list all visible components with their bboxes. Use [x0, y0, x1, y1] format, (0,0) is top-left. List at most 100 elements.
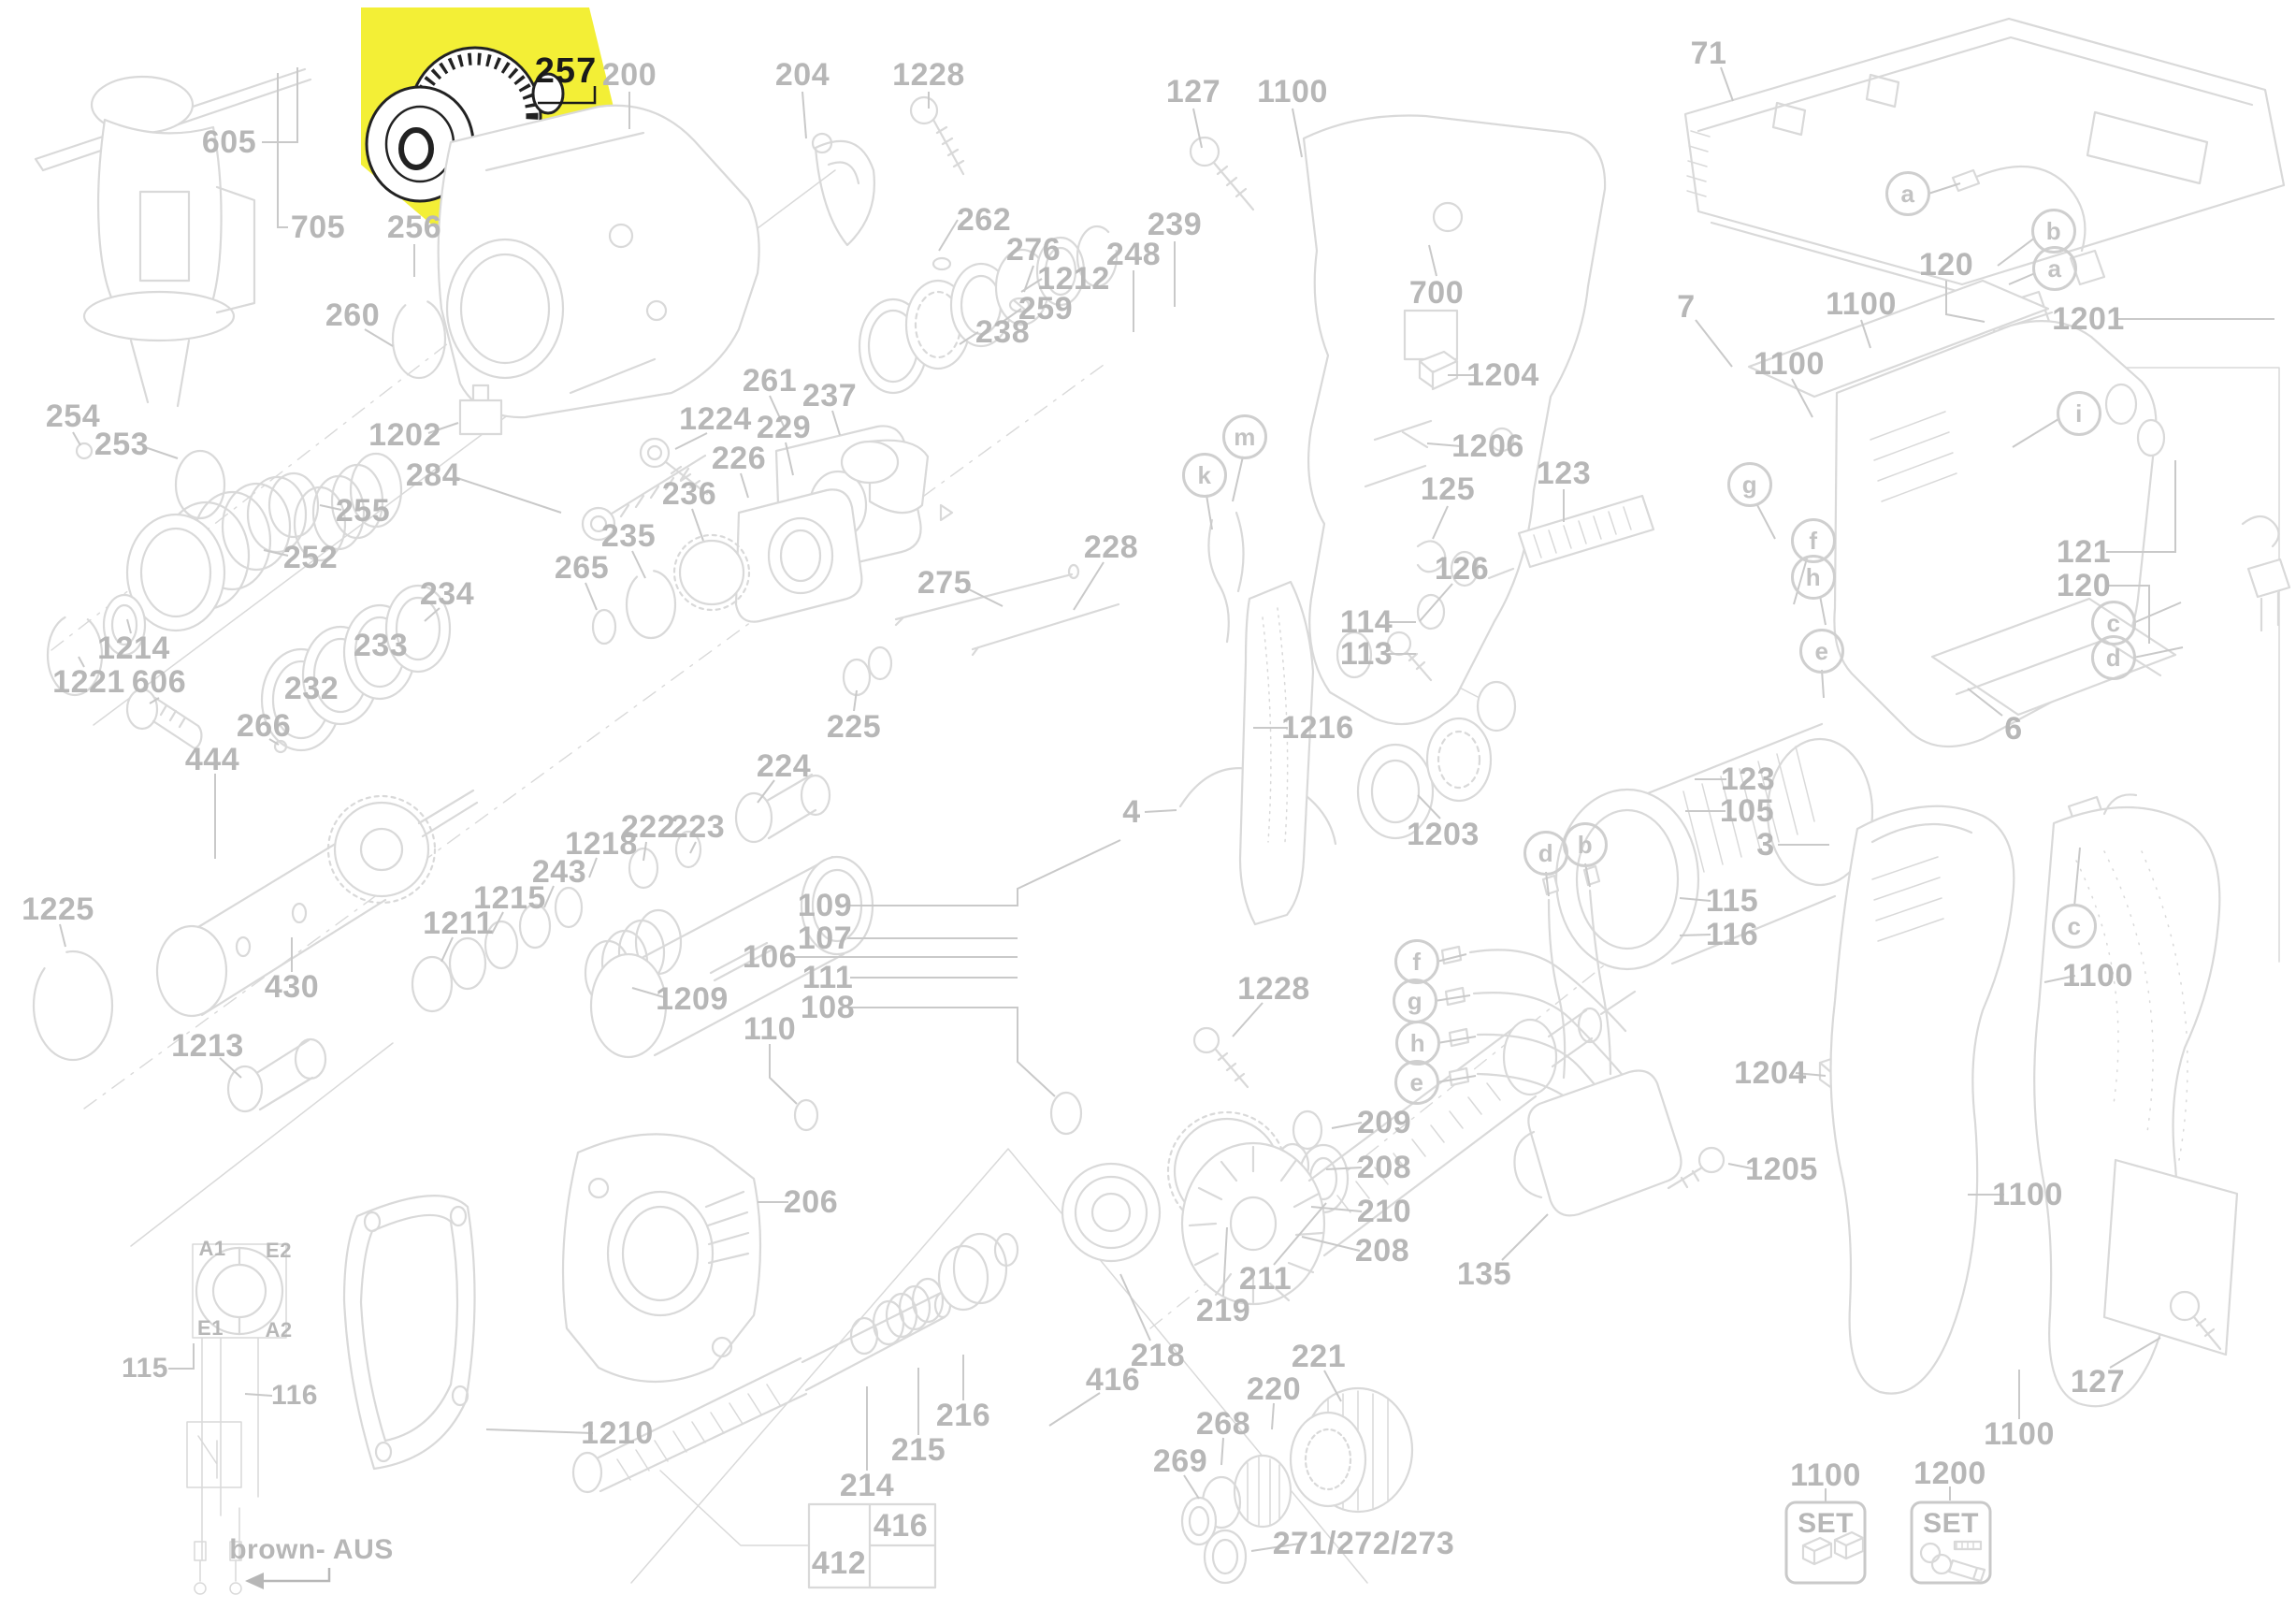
part-label-1100: 1100 [1992, 1177, 2063, 1212]
wiring-schematic [186, 1243, 331, 1595]
part-label-1100: 1100 [1790, 1457, 1861, 1493]
part-label-1228: 1228 [1237, 971, 1310, 1007]
leader-line [72, 431, 81, 446]
ring-stack-232 [260, 584, 452, 754]
ref-letter-g: g [1727, 462, 1772, 507]
part-label-1100: 1100 [1826, 286, 1897, 322]
leader-line [674, 432, 708, 450]
ref-letter-h: h [1395, 1021, 1440, 1066]
leader-line [1436, 1075, 1477, 1083]
part-label-444: 444 [184, 742, 240, 777]
part-label-set: SET [1798, 1508, 1854, 1539]
part-label-1212: 1212 [1037, 261, 1110, 297]
part-label-254: 254 [45, 399, 101, 434]
part-label-705: 705 [290, 210, 346, 245]
leader-line [769, 1044, 798, 1105]
leader-line [938, 219, 959, 252]
part-label-1216: 1216 [1281, 710, 1354, 746]
leader-line [1755, 502, 1776, 540]
leader-line [1997, 237, 2036, 267]
part-label-259: 259 [1018, 291, 1074, 326]
side-handle [34, 67, 312, 408]
part-label-235: 235 [600, 518, 657, 554]
center-housing-1100 [1302, 114, 1607, 726]
ref-letter-m: m [1222, 414, 1267, 459]
leader-line [785, 442, 794, 476]
part-label-109: 109 [797, 888, 853, 923]
handle-shells [1667, 793, 2239, 1408]
part-label-221: 221 [1291, 1339, 1347, 1374]
part-label-218: 218 [1130, 1338, 1186, 1373]
part-label-1218: 1218 [565, 826, 638, 862]
part-label-107: 107 [797, 921, 853, 956]
part-label-4: 4 [1122, 794, 1141, 830]
part-label-127: 127 [1165, 74, 1221, 109]
part-label-229: 229 [756, 410, 812, 445]
leader-line [643, 841, 647, 862]
leader-line [959, 331, 979, 345]
leader-line [1232, 456, 1244, 502]
ref-letter-d: d [1523, 831, 1568, 876]
leader-line [485, 1428, 594, 1434]
leader-line [1020, 278, 1043, 293]
leader-line [2043, 975, 2076, 983]
leader-line [691, 508, 704, 542]
leader-line [1002, 308, 1022, 323]
leader-line [1945, 281, 1986, 323]
part-label-123: 123 [1720, 761, 1776, 797]
part-label-206: 206 [783, 1184, 839, 1220]
part-label-a1: A1 [198, 1237, 226, 1260]
part-label-200: 200 [601, 57, 657, 93]
ring-train-top [858, 225, 1119, 395]
part-label-120: 120 [1918, 247, 1974, 283]
gear-housing-200 [437, 104, 760, 419]
part-label-253: 253 [94, 427, 150, 462]
leader-line [1727, 1163, 1757, 1170]
leader-line [1220, 1437, 1224, 1466]
leader-line [1273, 1202, 1327, 1266]
bellows-252 [125, 471, 320, 632]
part-label-1203: 1203 [1407, 817, 1480, 852]
ref-letter-d: d [2091, 635, 2136, 680]
part-label-7: 7 [1677, 289, 1696, 325]
ball-254 [75, 442, 94, 460]
part-label-208: 208 [1356, 1150, 1412, 1185]
ref-letter-f: f [1394, 939, 1439, 984]
part-label-416: 416 [873, 1508, 929, 1544]
part-label-1214: 1214 [97, 631, 170, 666]
leader-line [1192, 108, 1203, 149]
part-label-239: 239 [1147, 207, 1203, 242]
part-label-222: 222 [620, 809, 676, 845]
small-parts-mid [1386, 350, 1655, 732]
leader-line [1428, 244, 1437, 277]
leader-line [689, 841, 697, 854]
part-label-116: 116 [271, 1380, 318, 1411]
leader-line [149, 697, 160, 704]
leader-line [2109, 1337, 2161, 1369]
leader-line [585, 582, 598, 611]
part-label-127: 127 [2070, 1364, 2126, 1399]
bottom-gear-set [1180, 1386, 1414, 1585]
part-label-204: 204 [774, 57, 830, 93]
ref-letter-i: i [2057, 391, 2101, 436]
part-label-135: 135 [1456, 1256, 1512, 1292]
ref-letter-a: a [1885, 171, 1930, 216]
part-label-276: 276 [1005, 232, 1061, 268]
part-label-208: 208 [1354, 1233, 1410, 1269]
gasket-1210 [342, 1195, 476, 1471]
part-label-123: 123 [1536, 456, 1592, 491]
leader-line [588, 857, 598, 878]
spring-255 [293, 452, 403, 562]
leader-line [78, 656, 85, 668]
leader-line [440, 936, 454, 963]
gearcase-206 [561, 1133, 762, 1384]
leader-line [1821, 669, 1825, 699]
part-label-71: 71 [1690, 36, 1727, 71]
leader-line [1144, 809, 1177, 813]
part-label-269: 269 [1152, 1443, 1208, 1479]
leader-line [1331, 1122, 1363, 1129]
part-label-1221: 1221 [52, 664, 125, 700]
leader-line [1419, 583, 1453, 622]
part-label-1228: 1228 [892, 57, 965, 93]
